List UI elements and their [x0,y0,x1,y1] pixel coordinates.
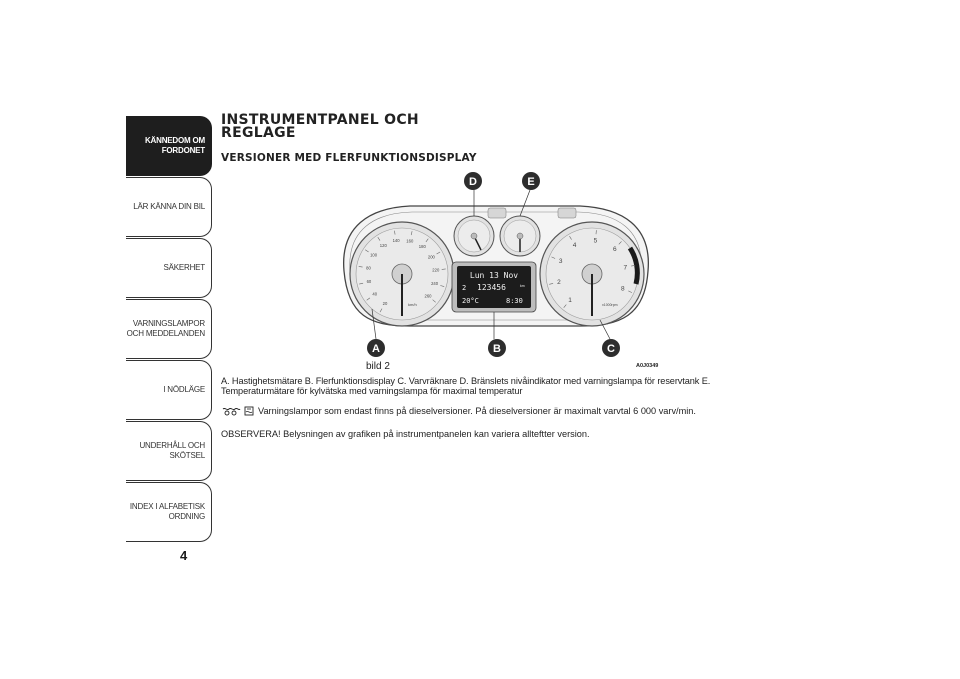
warning-lamp-cluster-right [557,207,577,219]
tab-label: LÄR KÄNNA DIN BIL [133,202,205,211]
display-trip-prefix: 2 [462,284,466,292]
fuel-gauge [453,215,495,257]
gauge-tick-mark [440,285,445,287]
coolant-temperature-gauge [499,215,541,257]
tab-label: KÄNNEDOM OM FORDONET [144,136,205,155]
tachometer-tick-label: 3 [559,258,563,265]
tab-label: VARNINGSLAMPOR OCH MEDDELANDEN [126,319,206,338]
speedometer-tick-label: 260 [425,293,433,298]
tachometer: 1 2 3 4 5 6 7 8 x1000rpm [539,221,645,327]
gauge-tick-mark [358,266,363,268]
tachometer-tick-label: 1 [568,297,572,304]
gauge-tick-mark [379,308,383,313]
gauge-tick-mark [631,265,636,267]
speedometer-tick-label: 80 [366,266,371,271]
speedometer-tick-label: 100 [370,253,378,258]
gauge-tick-mark [549,283,554,285]
figure-label: bild 2 [366,361,390,372]
gauge-tick-mark [436,251,441,255]
speedometer-tick-label: 40 [372,292,377,297]
multifunction-display: Lun 13 Nov 2 123456 km 20°C 8:30 [451,261,537,313]
speedometer-tick-label: 200 [428,254,436,259]
diesel-note: Varningslampor som endast finns på diese… [221,405,696,416]
figure-code: A0J0349 [636,363,659,369]
chapter-sidebar: KÄNNEDOM OM FORDONET LÄR KÄNNA DIN BIL S… [126,116,212,543]
tachometer-tick-label: 8 [621,286,625,293]
speedometer-tick-label: 120 [380,243,388,248]
tab-sakerhet[interactable]: SÄKERHET [126,238,212,298]
speedometer-tick-label: 20 [383,301,388,306]
speedometer-tick-label: 140 [393,238,401,243]
tachometer-unit: x1000rpm [602,303,618,307]
gauge-tick-mark [441,268,446,270]
tab-i-nodlage[interactable]: I NÖDLÄGE [126,360,212,420]
display-odometer: 123456 [477,283,506,292]
tab-kannedom-om-fordonet[interactable]: KÄNNEDOM OM FORDONET [126,116,212,176]
tab-label: I NÖDLÄGE [163,385,205,394]
tab-underhall-och-skotsel[interactable]: UNDERHÅLL OCH SKÖTSEL [126,421,212,481]
speedometer-tick-label: 240 [431,281,439,286]
display-date: Lun 13 Nov [470,271,518,280]
display-odometer-unit: km [520,284,525,288]
callout-b: B [488,339,506,357]
page-title: INSTRUMENTPANEL OCH REGLAGE [221,112,419,141]
tachometer-tick-label: 6 [613,246,617,253]
gauge-tick-mark [366,297,371,301]
speedometer-unit: km/h [408,302,417,307]
speedometer-tick-label: 220 [432,268,440,273]
tab-label: UNDERHÅLL OCH SKÖTSEL [139,441,205,460]
gauge-tick-mark [365,249,369,253]
tachometer-tick-label: 7 [623,264,627,271]
tab-label: SÄKERHET [163,263,205,272]
gauge-tick-mark [569,236,572,240]
tab-label: INDEX I ALFABETISK ORDNING [129,502,205,521]
svg-text:A: A [372,343,380,355]
callout-d: D [464,172,482,190]
tab-index[interactable]: INDEX I ALFABETISK ORDNING [126,482,212,542]
glow-plug-icon [222,407,241,415]
svg-text:D: D [469,176,477,188]
tab-varningslampor[interactable]: VARNINGSLAMPOR OCH MEDDELANDEN [126,299,212,359]
warning-lamp-cluster-left [487,207,507,219]
svg-text:B: B [493,343,501,355]
callout-a: A [367,339,385,357]
svg-text:C: C [607,343,615,355]
tab-lar-kanna-din-bil[interactable]: LÄR KÄNNA DIN BIL [126,177,212,237]
gauge-tick-mark [618,241,622,245]
speedometer-tick-label: 180 [419,244,427,249]
page-number: 4 [180,548,188,563]
tachometer-tick-label: 2 [557,279,561,286]
diesel-note-text: Varningslampor som endast finns på diese… [258,405,696,416]
gauge-tick-mark [432,299,436,303]
gauge-tick-mark [563,304,567,308]
section-subtitle: VERSIONER MED FLERFUNKTIONSDISPLAY [221,152,477,164]
gauge-tick-mark [425,238,429,243]
tachometer-redzone [627,246,640,285]
speedometer-tick-label: 60 [367,279,372,284]
callout-e: E [522,172,540,190]
water-in-fuel-icon [244,406,254,416]
tachometer-tick-label: 5 [594,237,598,244]
display-time: 8:30 [506,297,523,305]
observe-note: OBSERVERA! Belysningen av grafiken på in… [221,429,590,439]
gauge-tick-mark [359,282,364,285]
gauge-tick-mark [628,290,633,293]
display-temperature: 20°C [462,297,479,305]
speedometer-tick-label: 160 [406,238,414,243]
gauge-tick-mark [410,231,413,236]
callout-c: C [602,339,620,357]
tachometer-tick-label: 4 [573,242,577,249]
svg-text:E: E [527,176,534,188]
gauge-tick-mark [377,237,381,241]
gauge-tick-mark [394,230,396,235]
figure-caption: A. Hastighetsmätare B. Flerfunktionsdisp… [221,376,711,396]
gauge-tick-mark [551,256,556,259]
